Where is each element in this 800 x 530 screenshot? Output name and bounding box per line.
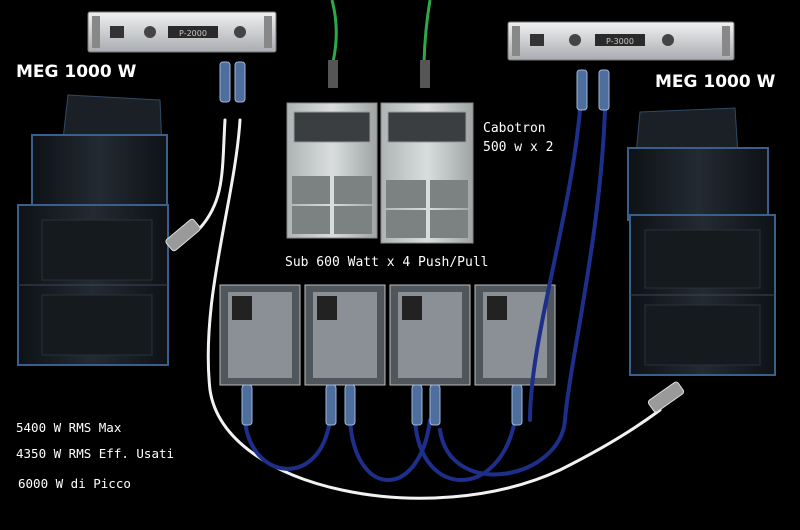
rms-eff-label: 4350 W RMS Eff. Usati [16, 446, 175, 461]
peak-label: 6000 W di Picco [18, 476, 131, 491]
subwoofer-row [219, 284, 556, 386]
meg-right-label: MEG 1000 W [655, 72, 776, 92]
sub-label: Sub 600 Watt x 4 Push/Pull [285, 255, 489, 270]
amp-left-model: P-2000 [179, 29, 207, 38]
speakon-connectors [219, 61, 610, 426]
amp-right-model: P-3000 [606, 37, 634, 46]
cabotron-power-label: 500 w x 2 [483, 140, 554, 155]
rms-max-label: 5400 W RMS Max [16, 420, 122, 435]
xlr-connectors [165, 218, 685, 413]
left-speaker-stack [17, 94, 169, 366]
meg-left-label: MEG 1000 W [16, 62, 137, 82]
right-speaker-stack [627, 107, 776, 376]
green-cable-right [422, 0, 432, 63]
cabotron-cabinets [286, 102, 474, 244]
speaker-cables [198, 108, 662, 500]
amplifier-left: P-2000 [87, 11, 277, 53]
cabotron-label: Cabotron [483, 121, 546, 136]
green-cable-left [330, 0, 338, 63]
amplifier-right: P-3000 [507, 21, 735, 61]
